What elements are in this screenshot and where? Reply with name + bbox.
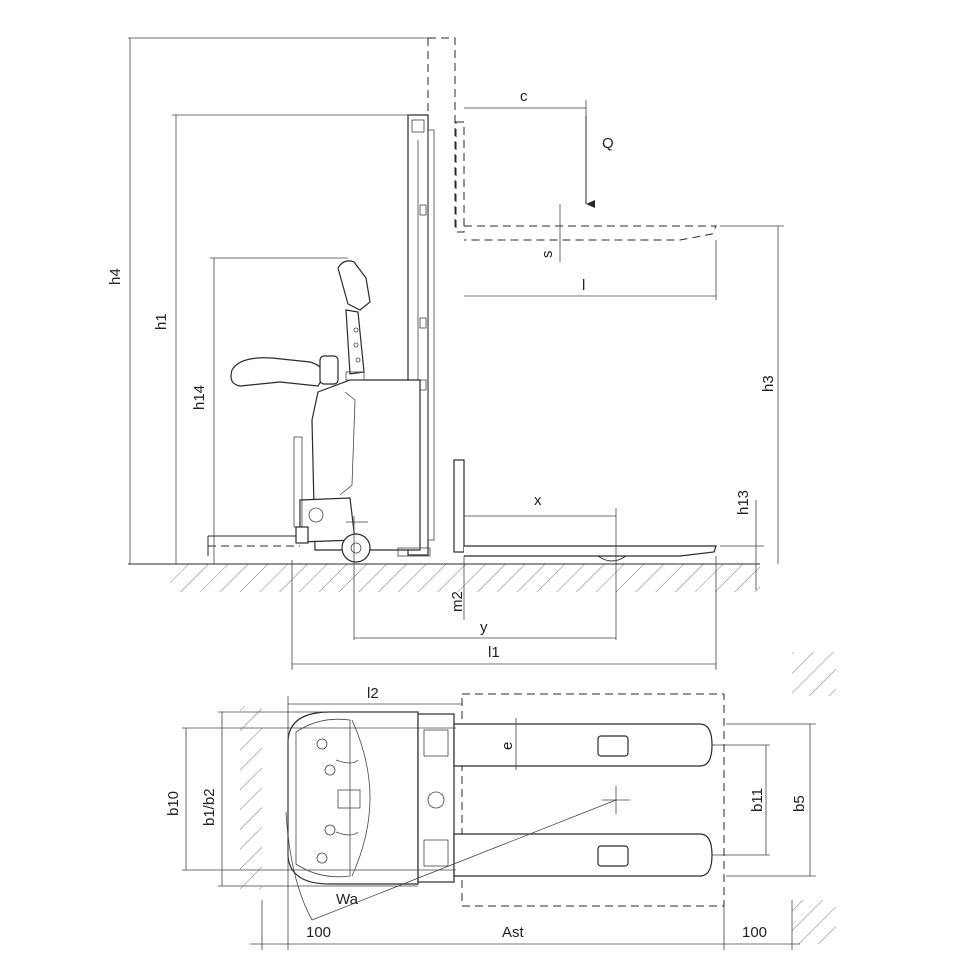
label-h13: h13 xyxy=(735,490,752,515)
truck-body-top xyxy=(287,711,455,885)
ground-floor xyxy=(128,563,760,592)
label-Q: Q xyxy=(602,135,614,152)
label-clearance-left: 100 xyxy=(306,924,331,941)
label-m2: m2 xyxy=(449,591,466,612)
pallet-outline xyxy=(461,693,725,907)
forks-top xyxy=(453,723,713,877)
label-clearance-right: 100 xyxy=(742,924,767,941)
side-dimension-lines xyxy=(128,37,784,670)
drive-wheel xyxy=(341,521,371,563)
label-h1: h1 xyxy=(153,313,170,330)
label-Ast: Ast xyxy=(502,924,525,941)
label-Wa: Wa xyxy=(336,891,359,908)
tiller-arm-horizontal xyxy=(230,355,339,387)
label-x: x xyxy=(534,492,542,509)
label-l2: l2 xyxy=(367,685,379,702)
label-b11: b11 xyxy=(749,788,766,812)
fork-lifted-outline xyxy=(455,121,717,241)
side-view: h4 h1 h14 h3 h13 c Q s l x m2 y l1 xyxy=(107,37,784,670)
label-b1-b2: b1/b2 xyxy=(201,788,218,826)
label-l: l xyxy=(582,277,585,294)
operator-platform xyxy=(207,436,309,556)
aisle-corner-bottom xyxy=(792,900,836,944)
label-e: e xyxy=(499,742,516,750)
aisle-corner-top xyxy=(792,652,836,696)
fork-lowered xyxy=(453,459,717,562)
top-view: l2 e b10 b1/b2 b11 b5 Wa 100 Ast 100 xyxy=(165,652,836,950)
label-b10: b10 xyxy=(165,791,182,816)
label-h4: h4 xyxy=(107,268,124,285)
label-l1: l1 xyxy=(488,644,500,661)
label-h14: h14 xyxy=(191,385,208,410)
label-c: c xyxy=(520,88,528,105)
turning-radius xyxy=(285,799,617,921)
truck-body xyxy=(299,379,431,557)
label-s: s xyxy=(539,251,556,259)
label-y: y xyxy=(480,619,488,636)
wall-left xyxy=(240,706,262,890)
tiller-arm-vertical xyxy=(337,260,371,381)
top-dimension-lines xyxy=(182,696,816,950)
label-b5: b5 xyxy=(791,795,808,812)
label-h3: h3 xyxy=(760,375,777,392)
mast-extended-outline xyxy=(427,37,456,232)
